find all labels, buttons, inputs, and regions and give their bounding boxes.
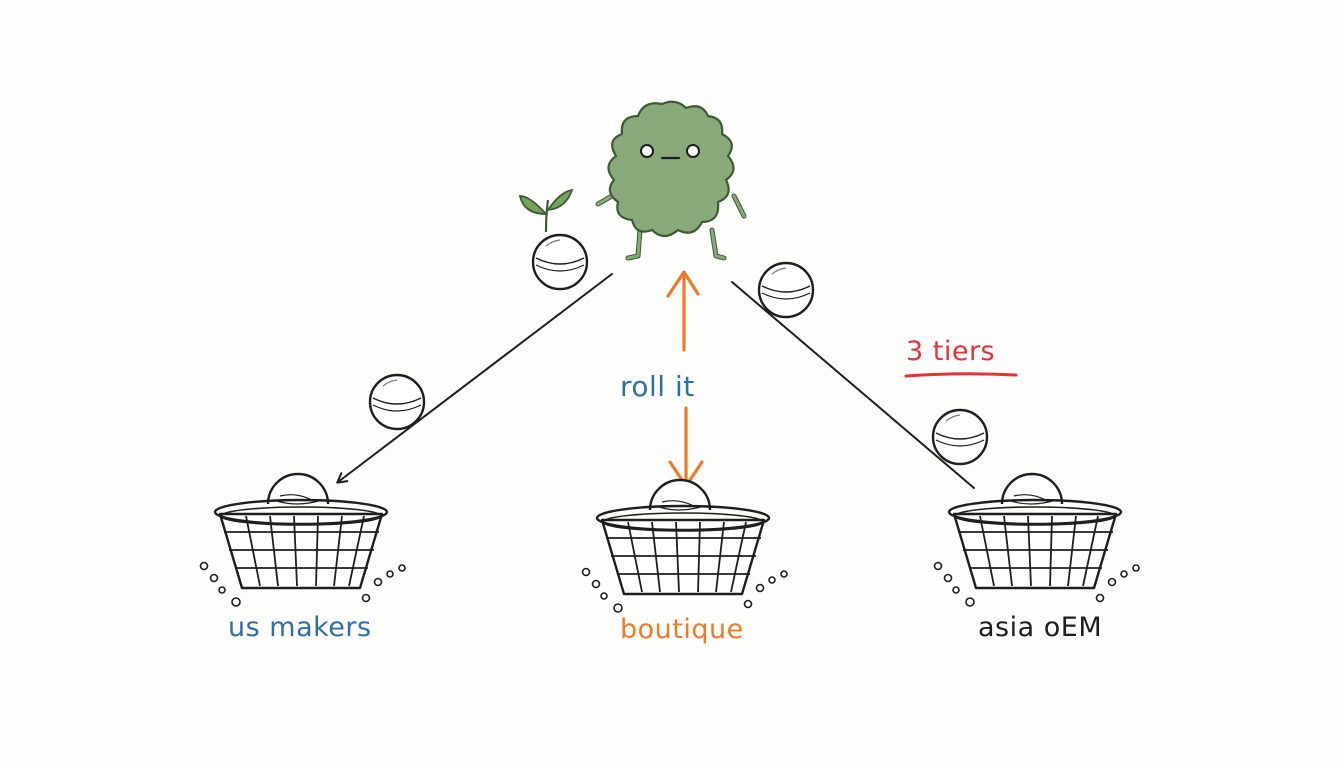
basket-icon: [199, 472, 407, 608]
green-blob-character-icon: [595, 100, 747, 261]
left-ramp-arrow: [336, 273, 613, 484]
basket-icon: [581, 478, 789, 614]
tiers-annotation: 3 tiers: [906, 336, 996, 367]
basket-label-us-makers: us makers: [228, 612, 372, 643]
annotation-underline: [904, 372, 1018, 378]
ball-icon: [931, 408, 989, 466]
basket-label-asia-oem: asia oEM: [978, 612, 1103, 643]
center-double-arrow: [666, 270, 704, 488]
sprout-icon: [518, 188, 589, 291]
ball-icon: [368, 373, 426, 431]
basket-label-boutique: boutique: [620, 614, 744, 645]
center-arrow-label: roll it: [620, 370, 695, 403]
basket-icon: [933, 472, 1141, 608]
ball-icon: [757, 261, 815, 319]
right-ramp-line: [731, 281, 975, 489]
